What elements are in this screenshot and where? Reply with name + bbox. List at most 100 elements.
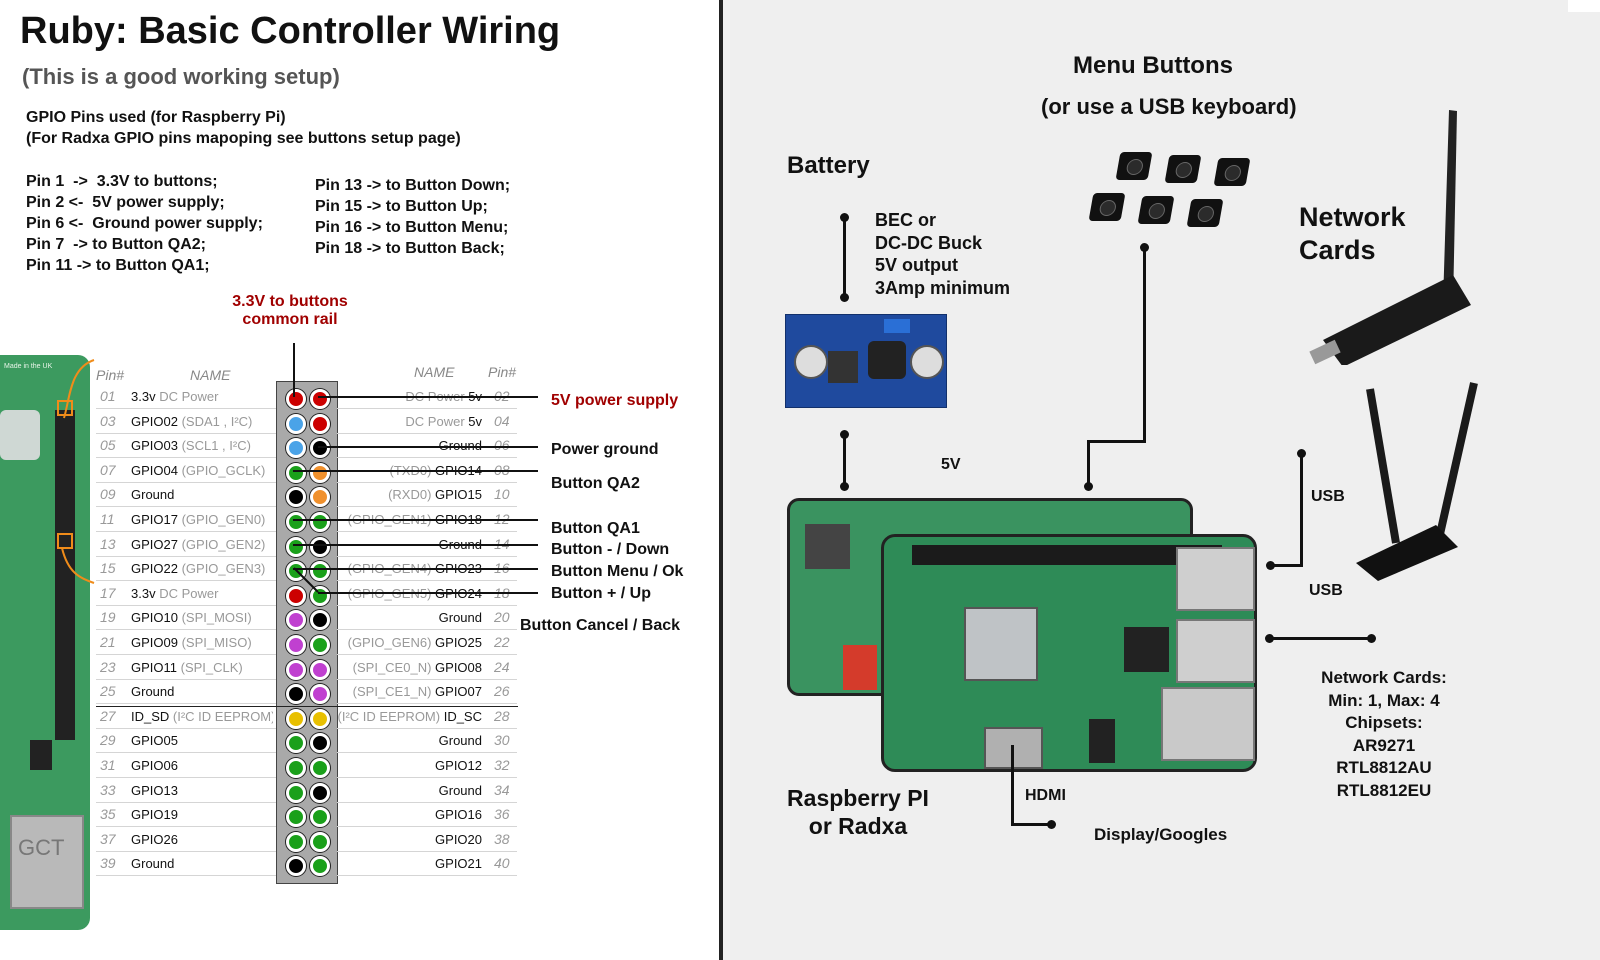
pin-name-main: 5v bbox=[468, 413, 482, 429]
wire-battery bbox=[843, 218, 846, 298]
pin-number: 22 bbox=[494, 634, 510, 650]
pin-marker bbox=[57, 533, 73, 549]
bec-line: DC-DC Buck bbox=[875, 232, 983, 253]
network-info-line: Network Cards: bbox=[1321, 668, 1447, 687]
pin-right bbox=[310, 438, 330, 459]
row-divider bbox=[337, 727, 517, 729]
pin-name-right: Ground bbox=[338, 438, 482, 453]
board-connector bbox=[30, 740, 52, 770]
gpio-note-line: (For Radxa GPIO pins mapoping see button… bbox=[26, 130, 461, 147]
pin-name-right: (GPIO_GEN6) GPIO25 bbox=[338, 635, 482, 650]
row-divider bbox=[337, 580, 517, 582]
rail-label-line: 3.3V to buttons bbox=[232, 293, 348, 310]
pin-name-alt: DC Power bbox=[155, 585, 219, 601]
pin-name-left: GPIO05 bbox=[131, 733, 273, 748]
pin-assignment: Pin 6 <- Ground power supply; bbox=[26, 215, 263, 232]
rail-label-line: common rail bbox=[242, 311, 338, 328]
pin-right bbox=[310, 512, 330, 532]
row-divider bbox=[337, 752, 517, 754]
row-divider bbox=[96, 629, 276, 631]
pin-left bbox=[286, 635, 306, 655]
raspberry-pi-label: Raspberry PI or Radxa bbox=[783, 784, 933, 840]
pin-right bbox=[310, 659, 330, 680]
page-subtitle: (This is a good working setup) bbox=[22, 64, 340, 89]
pin-name-alt: DC Power bbox=[405, 413, 469, 429]
board-chip bbox=[0, 410, 40, 460]
row-divider bbox=[96, 604, 276, 606]
wire-down bbox=[293, 544, 538, 546]
lan-chip-icon bbox=[1124, 627, 1169, 672]
row-divider bbox=[337, 801, 517, 803]
eeprom-separator bbox=[96, 706, 518, 707]
button-cap bbox=[1147, 203, 1167, 219]
pin-assignment: Pin 16 -> to Button Menu; bbox=[315, 219, 509, 236]
pin-name-alt: (GPIO_GEN0) bbox=[177, 512, 266, 527]
pin-number: 13 bbox=[100, 535, 116, 552]
pin-right bbox=[310, 758, 330, 778]
pin-name-main: GPIO10 bbox=[131, 610, 178, 626]
pin-name-left: GPIO03 (SCL1 , I²C) bbox=[131, 438, 273, 453]
pin-left bbox=[286, 708, 306, 729]
audio-jack-icon bbox=[1089, 719, 1115, 763]
inductor-icon bbox=[868, 341, 906, 379]
row-divider bbox=[337, 604, 517, 606]
row-divider bbox=[96, 752, 276, 754]
network-info-line: Chipsets: bbox=[1345, 713, 1423, 732]
wire-dot bbox=[840, 213, 849, 222]
pin-right bbox=[310, 782, 330, 803]
pin-assignment: Pin 11 -> to Button QA1; bbox=[26, 257, 210, 274]
regulator-icon bbox=[828, 351, 858, 383]
pin-name-main: Ground bbox=[438, 610, 482, 626]
usb-adapter-icon bbox=[1356, 382, 1478, 581]
pin-name-main: GPIO02 bbox=[131, 413, 178, 429]
pin-left bbox=[286, 856, 306, 877]
pin-assignments-right: Pin 13 -> to Button Down; Pin 15 -> to B… bbox=[315, 175, 510, 259]
pin-name-left: GPIO17 (GPIO_GEN0) bbox=[131, 512, 273, 527]
pin-name-right: Ground bbox=[338, 733, 482, 748]
pin-assignment: Pin 18 -> to Button Back; bbox=[315, 240, 505, 257]
pin-name-main: GPIO04 bbox=[131, 462, 178, 478]
network-info-line: RTL8812AU bbox=[1336, 758, 1432, 777]
hardware-panel: Menu Buttons (or use a USB keyboard) Bat… bbox=[723, 0, 1600, 960]
pin-number: 07 bbox=[100, 461, 116, 478]
wire-hdmi bbox=[1011, 745, 1014, 825]
pin-name-alt: DC Power bbox=[155, 389, 219, 404]
pin-name-left: GPIO13 bbox=[131, 783, 273, 798]
network-title-line: Network bbox=[1299, 202, 1406, 232]
pin-name-left: GPIO27 (GPIO_GEN2) bbox=[131, 537, 273, 552]
pin-left bbox=[286, 659, 306, 680]
pin-name-left: ID_SD (I²C ID EEPROM) bbox=[131, 709, 273, 724]
label-display: Display/Googles bbox=[1094, 825, 1228, 844]
network-cards-title: Network Cards bbox=[1299, 201, 1406, 267]
pin-right bbox=[310, 462, 330, 483]
label-button-down: Button - / Down bbox=[551, 541, 670, 558]
pin-name-left: 3.3v DC Power bbox=[131, 586, 273, 601]
page-title: Ruby: Basic Controller Wiring bbox=[20, 10, 561, 52]
row-divider bbox=[96, 727, 276, 729]
row-divider bbox=[96, 703, 276, 705]
pin-name-right: (RXD0) GPIO15 bbox=[338, 487, 482, 502]
row-divider bbox=[96, 875, 276, 877]
pin-name-main: GPIO08 bbox=[435, 659, 482, 675]
gpio-header-strip bbox=[55, 410, 75, 740]
pin-left bbox=[286, 733, 306, 754]
pin-left bbox=[286, 512, 306, 532]
wire-5v bbox=[318, 396, 538, 398]
bec-line: BEC or bbox=[875, 210, 937, 230]
gpio-header-icon bbox=[912, 545, 1222, 565]
wire-diagonals bbox=[293, 567, 319, 593]
pin-number: 29 bbox=[100, 732, 116, 749]
label-button-back: Button Cancel / Back bbox=[520, 617, 681, 634]
pin-name-main: GPIO06 bbox=[131, 758, 178, 773]
pin-left bbox=[286, 536, 306, 557]
row-divider bbox=[337, 531, 517, 532]
gpio-header-block bbox=[276, 381, 338, 884]
row-divider bbox=[337, 555, 517, 557]
wire-dot bbox=[840, 293, 849, 302]
pin-number: 38 bbox=[494, 830, 510, 847]
gpio-note: GPIO Pins used (for Raspberry Pi) (For R… bbox=[26, 107, 461, 149]
pin-name-left: GPIO06 bbox=[131, 758, 273, 773]
usb-port-icon bbox=[1176, 547, 1255, 611]
pin-left bbox=[286, 585, 306, 606]
